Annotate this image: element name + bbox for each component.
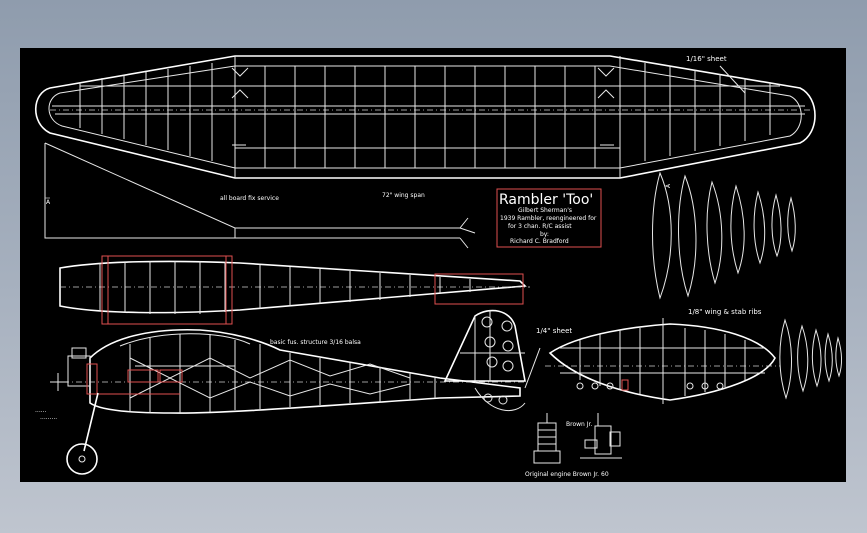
plan-drawing: all board fix service 72" wing span A 1/… xyxy=(35,55,842,478)
wing-front-view: all board fix service 72" wing span A xyxy=(44,142,476,249)
stab-ribs xyxy=(779,318,842,400)
wing-sheet-callout: 1/16" sheet xyxy=(686,55,746,94)
wing-note-label: all board fix service xyxy=(220,195,279,202)
drawing-title: Rambler 'Too' xyxy=(499,192,593,208)
stabilizer-top-view: 1/8" wing & stab ribs xyxy=(545,308,780,404)
rib-note-label: 1/8" wing & stab ribs xyxy=(688,308,762,316)
title-line-3: for 3 chan. R/C assist xyxy=(508,223,572,230)
rib-mark: A xyxy=(665,183,672,188)
fin-rudder: 1/4" sheet xyxy=(443,309,572,411)
engine-detail: Brown Jr. Original engine Brown Jr. 60 xyxy=(525,413,622,478)
scale-note-1: ...... xyxy=(35,407,47,414)
wing-top-view xyxy=(35,55,816,179)
title-line-4: by: xyxy=(540,231,549,238)
engine-small-label: Brown Jr. xyxy=(566,421,592,428)
title-line-5: Richard C. Bradford xyxy=(510,238,569,245)
title-line-1: Gilbert Sherman's xyxy=(518,207,572,214)
wing-ribs: A xyxy=(652,171,796,300)
scale-note-2: ......... xyxy=(40,414,57,421)
drawing-sheet: all board fix service 72" wing span A 1/… xyxy=(20,48,846,482)
wing-sheet-label: 1/16" sheet xyxy=(686,55,727,63)
fuselage-top-view xyxy=(59,255,530,325)
title-line-2: 1939 Rambler, reengineered for xyxy=(500,215,597,222)
title-block: Rambler 'Too' Gilbert Sherman's 1939 Ram… xyxy=(496,188,602,248)
fuselage-note-label: basic fus. structure 3/16 balsa xyxy=(270,339,361,346)
fin-sheet-label: 1/4" sheet xyxy=(536,327,572,335)
engine-label: Original engine Brown Jr. 60 xyxy=(525,471,609,478)
side-tag-label: A xyxy=(46,199,51,206)
wing-span-label: 72" wing span xyxy=(382,192,425,199)
fuselage-side-view: basic fus. structure 3/16 balsa ...... .… xyxy=(35,328,525,475)
